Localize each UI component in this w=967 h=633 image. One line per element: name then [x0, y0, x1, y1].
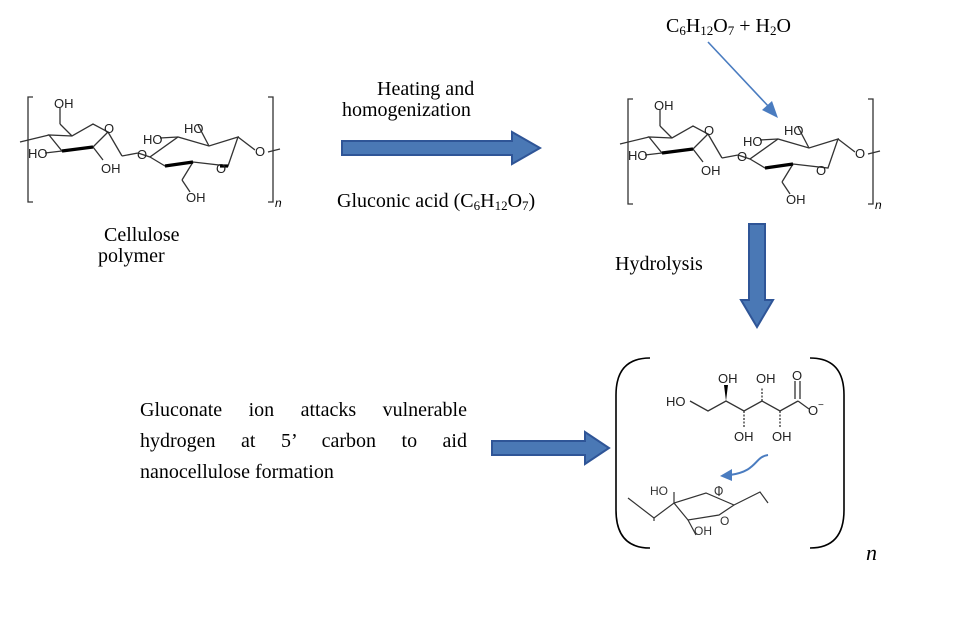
left-parenthesis [615, 357, 651, 549]
cellulose-repeat-n: n [275, 196, 282, 210]
atom-ring-ho: HO [650, 484, 668, 498]
atom-oh-bottom-left: OH [101, 161, 121, 176]
step1-label-line1: Heating and [377, 78, 475, 100]
right-parenthesis [809, 357, 845, 549]
atom-oh-up1: OH [718, 371, 738, 386]
atom-oh-bottom2: OH [786, 192, 806, 207]
formula-plus-water: + H [734, 15, 770, 37]
mechanism-description: Gluconate ion attacks vulnerable hydroge… [140, 399, 467, 483]
cellulose-label-line1: Cellulose [104, 224, 180, 246]
reagent-h-sub: 12 [494, 198, 508, 213]
step2-arrow [739, 223, 775, 329]
atom-ho-top2: HO [184, 121, 204, 136]
atom-oh-down1: OH [734, 429, 754, 444]
mechanism-repeat-n: n [866, 540, 877, 565]
atom-ring-o2: O [216, 161, 226, 176]
atom-end-o: O [255, 144, 265, 159]
atom-ho-left: HO [628, 148, 648, 163]
reagent-suffix: ) [528, 190, 536, 212]
formula-o-sub: 7 [727, 23, 735, 38]
attack-arrow-head [720, 469, 732, 481]
mechanism-arrow [491, 430, 611, 466]
cellulose-structure: OH HO OH O O HO HO O O OH n [0, 80, 300, 220]
reagent-prefix: Gluconic acid (C [337, 190, 474, 212]
reagent-pointer-arrow [707, 41, 778, 118]
atom-ho-mid: HO [143, 132, 163, 147]
atom-bridge-o: O [137, 147, 147, 162]
atom-carbonyl-o: O [792, 368, 802, 383]
atom-ring-o: O [720, 514, 729, 528]
cellulose-structure-right: OH HO OH O O HO HO O O OH n [600, 82, 900, 222]
reagent-formula: C6H12O7 + H2O [666, 15, 791, 37]
right-bracket [268, 96, 274, 203]
left-bracket [27, 96, 33, 203]
formula-c-sub: 6 [679, 23, 686, 38]
atom-oh-up2: OH [756, 371, 776, 386]
reagent-o: O [507, 190, 523, 212]
cellulose-right-repeat-n: n [875, 198, 882, 212]
step1-arrow [341, 130, 543, 166]
formula-water-h-sub: 2 [769, 23, 777, 38]
atom-ring-o1: O [104, 121, 114, 136]
atom-ring-o1: O [704, 123, 714, 138]
atom-oh-top: OH [654, 98, 674, 113]
formula-c: C [666, 15, 680, 37]
step1-reagent-label: Gluconic acid (C6H12O7) [337, 190, 535, 212]
atom-bridge-o: O [737, 149, 747, 164]
formula-h-sub: 12 [700, 23, 714, 38]
atom-end-o: O [855, 146, 865, 161]
reagent-h: H [480, 190, 495, 212]
atom-ho-top2: HO [784, 123, 804, 138]
step1-label-line2: homogenization [342, 99, 471, 121]
reagent-c-sub: 6 [473, 198, 481, 213]
atom-ring-oh: OH [694, 524, 712, 538]
cellulose-structure-svg: OH HO OH O O HO HO O O OH n [19, 96, 282, 210]
atom-ring-o2: O [816, 163, 826, 178]
step2-label: Hydrolysis [615, 253, 703, 275]
atom-carboxylate-o: O [808, 403, 818, 418]
formula-o: O [713, 15, 728, 37]
atom-oh-top: OH [54, 96, 74, 111]
atom-oh-down2: OH [772, 429, 792, 444]
atom-ho-end: HO [666, 394, 686, 409]
atom-ho-left: HO [28, 146, 48, 161]
cellulose-right-svg: OH HO OH O O HO HO O O OH n [619, 98, 882, 212]
mechanism-structure: HO OH OH O O − OH OH HO O O OH [615, 357, 845, 549]
atom-ring-top-o: O [714, 484, 723, 498]
atom-ho-mid: HO [743, 134, 763, 149]
formula-h: H [685, 15, 701, 37]
atom-oh-bottom2: OH [186, 190, 206, 205]
cellulose-label-line2: polymer [98, 245, 165, 267]
attack-arrow-curve [729, 454, 769, 476]
atom-oh-bottom-left: OH [701, 163, 721, 178]
formula-water-o: O [776, 15, 791, 37]
atom-negative-charge: − [818, 400, 824, 411]
reagent-o-sub: 7 [522, 198, 529, 213]
